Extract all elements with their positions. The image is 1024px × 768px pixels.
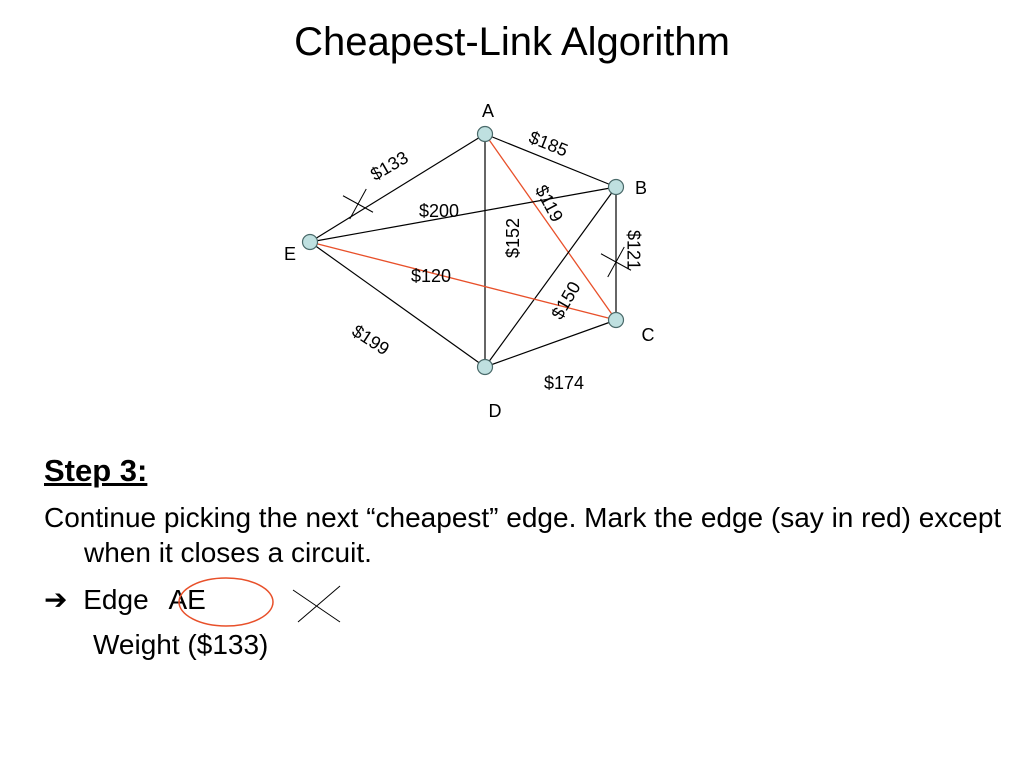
edge-ce <box>309 241 617 321</box>
vertex-label: E <box>284 244 296 264</box>
edge-label: Edge <box>83 584 149 615</box>
edge-result-line: ➔ Edge AE <box>44 582 206 618</box>
edge-ab <box>484 133 617 188</box>
vertex-a <box>476 125 494 143</box>
weight-text: Weight ($133) <box>93 629 269 660</box>
edge-ae <box>309 133 486 243</box>
edge-ac <box>484 133 617 321</box>
step-heading: Step 3: <box>44 453 148 488</box>
slide-title: Cheapest-Link Algorithm <box>294 20 730 64</box>
edge-be <box>309 186 617 243</box>
edge-cross-mark <box>349 188 367 220</box>
vertex-label: A <box>482 101 494 121</box>
vertex-e <box>301 233 319 251</box>
reject-cross-mark <box>297 585 341 623</box>
edge-cross-mark <box>607 246 625 278</box>
edge-weight-label: $121 <box>623 230 643 270</box>
vertex-label: B <box>635 178 647 198</box>
edge-weight-label: $152 <box>503 218 523 258</box>
edge-weight-label: $174 <box>544 373 584 393</box>
edge-weight-label: $133 <box>367 147 412 184</box>
edge-bd <box>484 186 617 368</box>
vertex-label: C <box>642 325 655 345</box>
vertex-labels-layer: A B C D E <box>284 101 655 421</box>
edge-weight-label: $200 <box>419 201 459 221</box>
vertex-d <box>476 358 494 376</box>
reject-cross-mark <box>292 589 341 623</box>
graph-diagram: $133 $185 $119 $152 $200 $121 $150 $120 $174 $199… <box>284 101 655 421</box>
edge-weight-label: $185 <box>526 127 571 161</box>
step-description: Continue picking the next “cheapest” edg… <box>44 502 1002 568</box>
edge-weight-label: $119 <box>531 182 567 226</box>
arrow-right-icon: ➔ <box>44 584 68 615</box>
edge-weight-label: $120 <box>411 266 451 286</box>
edge-de <box>309 241 486 368</box>
vertex-b <box>607 178 625 196</box>
cross-marks-layer <box>342 188 632 278</box>
edge-value: AE <box>168 584 206 615</box>
edge-cd <box>484 319 617 368</box>
edge-weight-label: $150 <box>547 278 584 323</box>
vertex-c <box>607 311 625 329</box>
edges-layer <box>309 133 617 368</box>
vertex-label: D <box>489 401 502 421</box>
vertices-layer <box>301 125 625 376</box>
edge-weight-label: $199 <box>348 321 392 360</box>
